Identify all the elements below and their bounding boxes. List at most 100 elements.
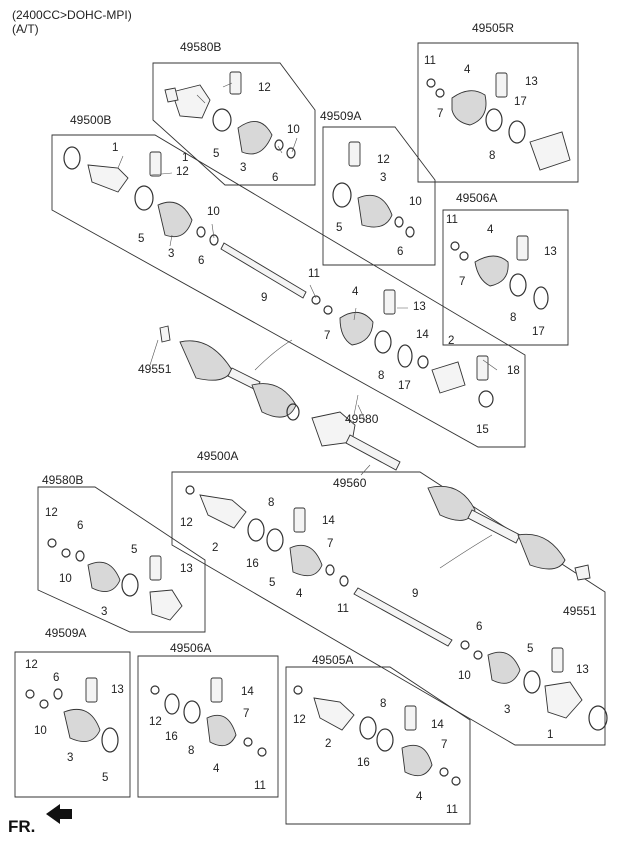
label-49580: 49580	[345, 412, 379, 426]
callout-number: 14	[322, 515, 335, 527]
kit-49506A-bot	[150, 677, 267, 757]
callout-number: 13	[111, 684, 124, 696]
callout-number: 6	[272, 172, 279, 184]
transmission-spec: (A/T)	[12, 22, 39, 36]
callout-number: 1	[112, 142, 119, 154]
kit-49580B-top	[164, 71, 296, 159]
callout-number: 13	[413, 301, 426, 313]
callout-number: 8	[510, 312, 517, 324]
callout-number: 7	[324, 330, 331, 342]
callout-number: 4	[416, 791, 423, 803]
box-49580B-bot	[37, 486, 206, 633]
assembled-driveshaft-left	[159, 325, 300, 421]
callout-number: 5	[131, 544, 138, 556]
callout-number: 10	[287, 124, 300, 136]
callout-number: 14	[416, 329, 429, 341]
box-49580B-top	[152, 62, 316, 186]
kit-49500B	[63, 146, 494, 408]
callout-number: 12	[149, 716, 162, 728]
callout-number: 13	[525, 76, 538, 88]
box-49505A-bot	[285, 666, 471, 825]
callout-number: 10	[409, 196, 422, 208]
callout-number: 5	[269, 577, 276, 589]
label-49509A-top: 49509A	[320, 109, 361, 123]
callout-number: 10	[207, 206, 220, 218]
callout-number: 12	[258, 82, 271, 94]
callout-number: 6	[476, 621, 483, 633]
callout-number: 16	[165, 731, 178, 743]
callout-number: 6	[397, 246, 404, 258]
callout-number: 17	[514, 96, 527, 108]
callout-number: 4	[352, 286, 359, 298]
label-49505R: 49505R	[472, 21, 514, 35]
callout-number: 6	[53, 672, 60, 684]
box-49506A-top	[442, 209, 569, 346]
callout-number: 7	[437, 108, 444, 120]
callout-number: 4	[487, 224, 494, 236]
callout-number: 2	[448, 335, 455, 347]
callout-number: 11	[337, 603, 349, 615]
callout-number: 11	[446, 804, 458, 816]
callout-number: 3	[168, 248, 175, 260]
callout-number: 5	[138, 233, 145, 245]
callout-number: 3	[240, 162, 247, 174]
callout-number: 8	[268, 497, 275, 509]
callout-number: 12	[176, 166, 189, 178]
callout-number: 18	[507, 365, 520, 377]
box-49509A-bot	[14, 651, 131, 798]
callout-number: 7	[327, 538, 334, 550]
callout-number: 3	[101, 606, 108, 618]
callout-number: 10	[458, 670, 471, 682]
callout-number: 3	[67, 752, 74, 764]
kit-49509A-bot	[25, 677, 119, 753]
callout-number: 11	[446, 214, 458, 226]
callout-number: 8	[378, 370, 385, 382]
callout-number: 4	[296, 588, 303, 600]
callout-number: 5	[102, 772, 109, 784]
callout-number: 17	[532, 326, 545, 338]
callout-number: 9	[412, 588, 419, 600]
callout-number: 11	[308, 268, 320, 280]
box-49506A-bot	[137, 655, 279, 798]
callout-number: 15	[476, 424, 489, 436]
callout-number: 10	[59, 573, 72, 585]
label-49580B-bot: 49580B	[42, 473, 83, 487]
kit-49505R	[426, 72, 571, 171]
front-direction-label: FR.	[8, 817, 36, 836]
leader-lines	[117, 82, 498, 476]
box-49500B	[51, 134, 526, 448]
callout-number: 12	[25, 659, 38, 671]
callout-number: 3	[504, 704, 511, 716]
callout-number: 12	[180, 517, 193, 529]
kit-49505A-bot	[293, 685, 461, 786]
label-49505A-bot: 49505A	[312, 653, 353, 667]
callout-number: 2	[325, 738, 332, 750]
callout-number: 8	[489, 150, 496, 162]
callout-number: 10	[34, 725, 47, 737]
callout-number: 8	[188, 745, 195, 757]
intermediate-shaft	[311, 394, 401, 471]
label-49500A: 49500A	[197, 449, 238, 463]
callout-number: 13	[180, 563, 193, 575]
callout-number: 7	[243, 708, 250, 720]
callout-number: 16	[246, 558, 259, 570]
kit-49509A-top	[332, 141, 415, 238]
box-49500A	[171, 471, 606, 746]
engine-spec: (2400CC>DOHC-MPI)	[12, 8, 132, 22]
label-49509A-bot: 49509A	[45, 626, 86, 640]
label-49506A-bot: 49506A	[170, 641, 211, 655]
callout-number: 1	[182, 152, 189, 164]
callout-number: 12	[293, 714, 306, 726]
callout-number: 5	[336, 222, 343, 234]
callout-number: 9	[261, 292, 268, 304]
callout-number: 7	[459, 276, 466, 288]
box-49509A-top	[322, 126, 436, 266]
label-49580B-top: 49580B	[180, 40, 221, 54]
label-49551-right: 49551	[563, 604, 597, 618]
callout-number: 2	[212, 542, 219, 554]
callout-number: 13	[544, 246, 557, 258]
callout-number: 8	[380, 698, 387, 710]
label-49500B: 49500B	[70, 113, 111, 127]
callout-number: 4	[213, 763, 220, 775]
callout-number: 5	[527, 643, 534, 655]
